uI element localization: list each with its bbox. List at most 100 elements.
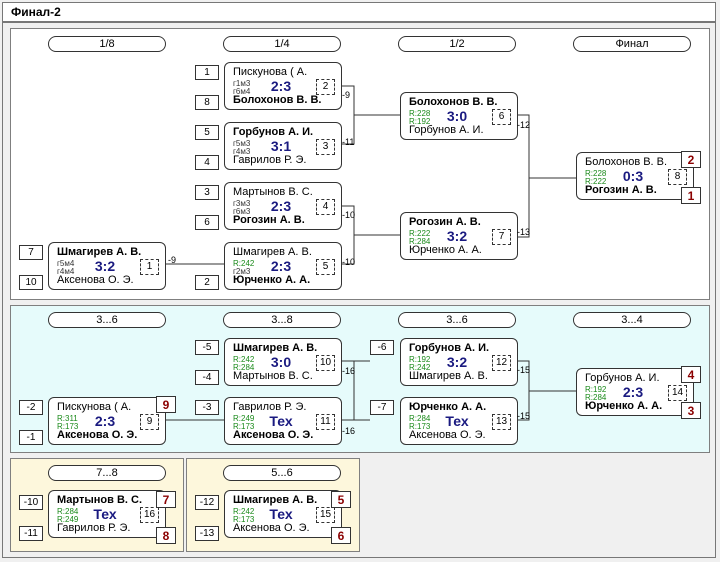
player-name: Юрченко А. А. — [409, 401, 487, 413]
player-name: Болохонов В. В. — [233, 94, 322, 106]
seed-number: 1 — [195, 65, 219, 80]
player-name: Аксенова О. Э. — [57, 429, 138, 441]
player-name: Шмагирев А. В. — [57, 246, 142, 258]
group-ref: г1м3 — [233, 79, 251, 88]
player-rating: R:173 — [409, 422, 431, 431]
match-score: 2:3 — [622, 384, 644, 400]
player-rating: R:228 — [409, 109, 431, 118]
loser-destination: -9 — [168, 255, 177, 265]
place-badge: 9 — [156, 396, 176, 413]
loser-destination: -11 — [342, 137, 355, 147]
place-badge: 6 — [331, 527, 351, 544]
match-score: 0:3 — [622, 168, 644, 184]
player-name: Болохонов В. В. — [409, 96, 498, 108]
seed-number: -4 — [195, 370, 219, 385]
seed-number: -5 — [195, 340, 219, 355]
loser-destination: -15 — [517, 411, 531, 421]
player-rating: R:173 — [233, 515, 255, 524]
player-rating: R:192 — [409, 117, 431, 126]
seed-number: 8 — [195, 95, 219, 110]
player-name: Шмагирев А. В. — [233, 246, 312, 258]
seed-number: 2 — [195, 275, 219, 290]
seed-number: -10 — [19, 495, 43, 510]
seed-number: 3 — [195, 185, 219, 200]
match-score: 3:2 — [446, 228, 468, 244]
match-number: 6 — [492, 109, 511, 125]
group-ref: г5м4 — [57, 259, 75, 268]
player-name: Рогозин А. В. — [409, 216, 481, 228]
match-number: 8 — [668, 169, 687, 185]
group-ref: г4м3 — [233, 147, 251, 156]
column-label-3-6: 3...6 — [48, 312, 166, 328]
player-name: Юрченко А. А. — [409, 244, 482, 256]
seed-number: -1 — [19, 430, 43, 445]
column-label-1-2: 1/2 — [398, 36, 516, 52]
seed-number: -11 — [19, 526, 43, 541]
column-label-7-8: 7...8 — [48, 465, 166, 481]
player-rating: R:284 — [585, 393, 607, 402]
match-number: 15 — [316, 507, 335, 523]
player-name: Шмагирев А. В. — [233, 342, 318, 354]
match-score: Тех — [445, 413, 469, 429]
column-label-3-8: 3...8 — [223, 312, 341, 328]
player-rating: R:192 — [409, 355, 431, 364]
seed-number: -13 — [195, 526, 219, 541]
match-score: 2:3 — [270, 78, 292, 94]
player-name: Мартынов В. С. — [233, 186, 313, 198]
column-label-1-4: 1/4 — [223, 36, 341, 52]
seed-number: -7 — [370, 400, 394, 415]
player-name: Гаврилов Р. Э. — [57, 522, 131, 534]
match-number: 4 — [316, 199, 335, 215]
match-score: Тех — [269, 506, 293, 522]
match-score: 3:2 — [446, 354, 468, 370]
player-name: Горбунов А. И. — [585, 372, 660, 384]
seed-number: 10 — [19, 275, 43, 290]
loser-destination: -10 — [342, 210, 356, 220]
match-score: 2:3 — [94, 413, 116, 429]
place-badge: 8 — [156, 527, 176, 544]
match-number: 11 — [316, 414, 335, 430]
seed-number: -6 — [370, 340, 394, 355]
match-number: 7 — [492, 229, 511, 245]
group-ref: г4м4 — [57, 267, 75, 276]
match-score: Тех — [269, 413, 293, 429]
place-badge: 5 — [331, 491, 351, 508]
match-score: 3:2 — [94, 258, 116, 274]
player-rating: R:242 — [233, 507, 255, 516]
group-ref: г6м4 — [233, 87, 251, 96]
match-number: 14 — [668, 385, 687, 401]
player-name: Мартынов В. С. — [233, 370, 313, 382]
match-number: 9 — [140, 414, 159, 430]
place-badge: 4 — [681, 366, 701, 383]
match-score: 2:3 — [270, 198, 292, 214]
column-label-3-6: 3...6 — [398, 312, 516, 328]
match-number: 12 — [492, 355, 511, 371]
match-score: Тех — [93, 506, 117, 522]
seed-number: 7 — [19, 245, 43, 260]
player-rating: R:192 — [585, 385, 607, 394]
loser-destination: -13 — [517, 227, 531, 237]
match-score: 3:1 — [270, 138, 292, 154]
seed-number: -3 — [195, 400, 219, 415]
match-number: 2 — [316, 79, 335, 95]
loser-destination: -9 — [342, 90, 351, 100]
place-badge: 1 — [681, 187, 701, 204]
player-rating: R:284 — [409, 237, 431, 246]
column-label-1-8: 1/8 — [48, 36, 166, 52]
loser-destination: -15 — [517, 365, 531, 375]
seed-number: 6 — [195, 215, 219, 230]
match-number: 1 — [140, 259, 159, 275]
player-name: Аксенова О. Э. — [233, 522, 310, 534]
loser-destination: -12 — [517, 120, 531, 130]
player-rating: R:311 — [57, 414, 78, 423]
group-ref: г3м3 — [233, 199, 251, 208]
player-name: Гаврилов Р. Э. — [233, 154, 307, 166]
